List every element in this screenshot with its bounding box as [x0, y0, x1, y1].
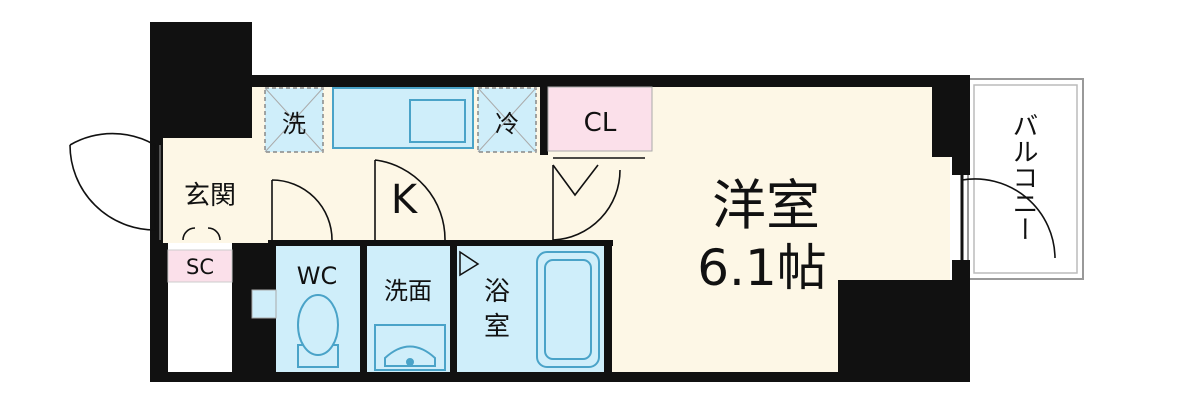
walls	[150, 22, 970, 382]
fridge-label: 冷	[495, 110, 519, 138]
bath-label-line1: 浴	[484, 277, 510, 307]
kitchen-label: K	[391, 177, 419, 223]
bedroom-size: 6.1帖	[697, 239, 827, 297]
closet-label: CL	[584, 108, 617, 138]
bedroom-name: 洋室	[712, 174, 820, 237]
shoe-closet-label: SC	[186, 255, 214, 279]
toilet-side-fixture	[251, 289, 277, 319]
kitchen-sink	[409, 99, 466, 143]
washer-cross-b	[264, 87, 324, 153]
washroom-label: 洗面	[384, 277, 432, 305]
balcony-label: バルコニー	[1008, 112, 1038, 242]
kitchen-counter	[332, 87, 474, 149]
balcony	[967, 78, 1084, 280]
doors	[69, 132, 1056, 262]
bath-door	[459, 250, 480, 277]
toilet-fixture	[297, 294, 339, 368]
entrance-floor	[163, 138, 268, 243]
wash-basin	[374, 324, 446, 371]
closet-box	[547, 86, 653, 152]
toilet-label: WC	[297, 262, 338, 290]
fridge-cross-b	[477, 87, 537, 153]
washer-label: 洗	[282, 110, 306, 138]
shoe-closet-box	[167, 249, 233, 283]
entrance-label: 玄関	[184, 181, 236, 211]
bath-label-line2: 室	[484, 312, 510, 342]
bathtub	[536, 251, 600, 368]
